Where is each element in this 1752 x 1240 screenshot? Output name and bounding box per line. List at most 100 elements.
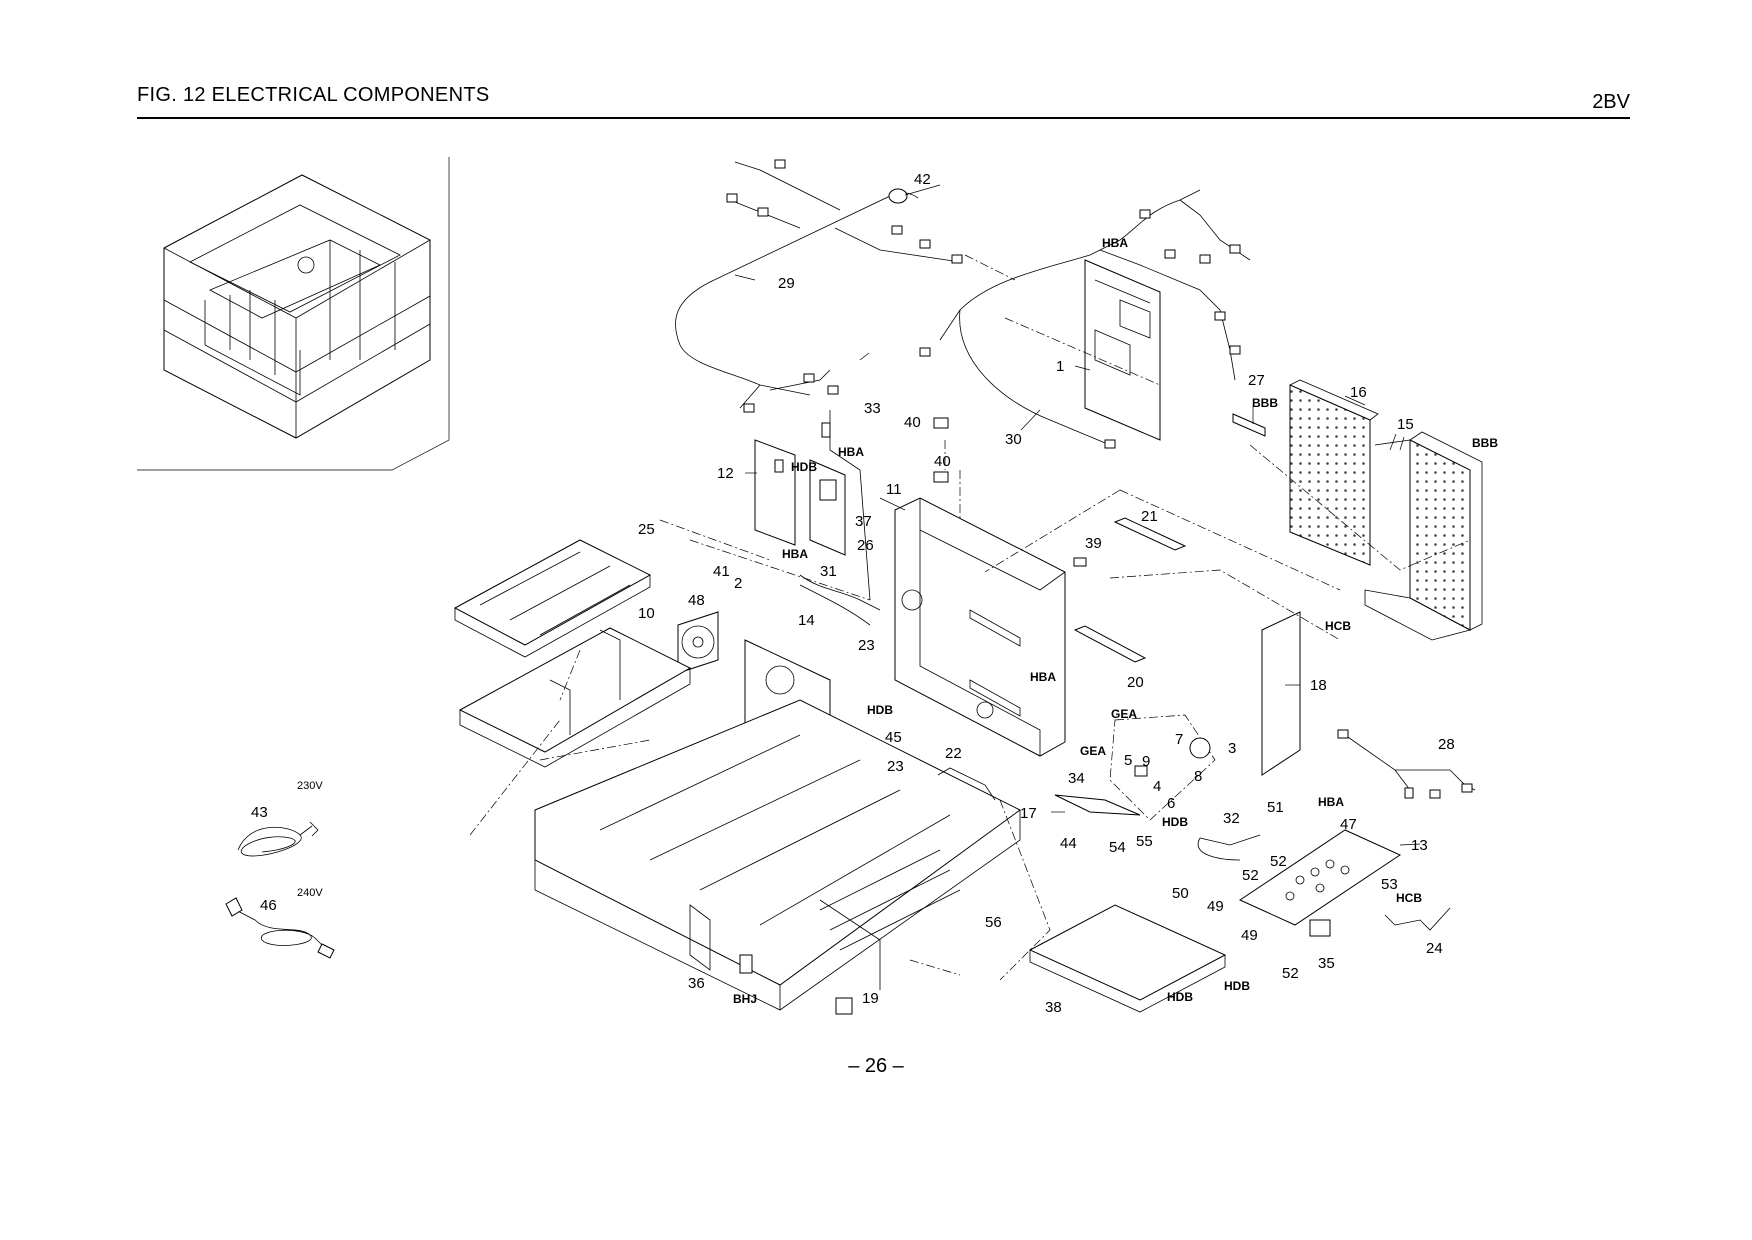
bracket-27 <box>1232 413 1266 437</box>
page-number: – 26 – <box>848 1055 904 1077</box>
part-label-25: 25 <box>638 521 655 538</box>
main-pwb-1 <box>1084 259 1161 441</box>
fastener-hba-4: HBA <box>1030 670 1056 684</box>
plate-18 <box>1261 611 1301 776</box>
fastener-hcb-2: HCB <box>1396 891 1422 905</box>
part-label-33: 33 <box>864 400 881 417</box>
model-code: 2BV <box>1592 91 1630 113</box>
part-label-44: 44 <box>1060 835 1077 852</box>
part-label-10: 10 <box>638 605 655 622</box>
part-label-41: 41 <box>713 563 730 580</box>
part-label-46: 46 <box>260 897 277 914</box>
duct-25 <box>453 539 652 658</box>
part-label-53: 53 <box>1381 876 1398 893</box>
part-label-45: 45 <box>885 729 902 746</box>
part-label-22: 22 <box>945 745 962 762</box>
part-label-19: 19 <box>862 990 879 1007</box>
bracket-36 <box>739 954 753 974</box>
bracket-40 <box>933 417 949 483</box>
fastener-bhj: BHJ <box>733 992 757 1006</box>
part-label-13: 13 <box>1411 837 1428 854</box>
fastener-hba-1: HBA <box>1102 236 1128 250</box>
leader-lines <box>734 184 1421 846</box>
fastener-hdb-5: HDB <box>1167 990 1193 1004</box>
machine-overview-inset <box>137 157 450 471</box>
part-label-52a: 52 <box>1242 867 1259 884</box>
rail-21 <box>1113 517 1187 551</box>
rail-20 <box>1073 625 1147 663</box>
harness-28 <box>1337 729 1476 799</box>
part-label-8: 8 <box>1194 768 1202 785</box>
part-label-48: 48 <box>688 592 705 609</box>
part-label-52c: 52 <box>1282 965 1299 982</box>
clip-33 <box>821 422 831 438</box>
part-label-7: 7 <box>1175 731 1183 748</box>
part-label-39: 39 <box>1085 535 1102 552</box>
part-label-24: 24 <box>1426 940 1443 957</box>
harness-24 <box>1384 907 1451 931</box>
part-label-9: 9 <box>1142 753 1150 770</box>
switch-35 <box>1309 919 1331 937</box>
part-label-32: 32 <box>1223 810 1240 827</box>
part-label-26: 26 <box>857 537 874 554</box>
part-label-54: 54 <box>1109 839 1126 856</box>
part-label-15: 15 <box>1397 416 1414 433</box>
part-label-49a: 49 <box>1207 898 1224 915</box>
part-label-40b: 40 <box>934 453 951 470</box>
shield-plate-16 <box>1289 379 1379 566</box>
part-label-16: 16 <box>1350 384 1367 401</box>
harness-32 <box>1197 834 1261 861</box>
part-label-4: 4 <box>1153 778 1161 795</box>
part-label-34: 34 <box>1068 770 1085 787</box>
cord-240v-label: 240V <box>297 887 323 899</box>
part-label-43: 43 <box>251 804 268 821</box>
tray-38 <box>1028 904 1227 1013</box>
part-label-23a: 23 <box>858 637 875 654</box>
label-19 <box>835 997 853 1015</box>
part-label-56: 56 <box>985 914 1002 931</box>
fastener-hdb-2: HDB <box>867 703 893 717</box>
part-number-labels: 1 2 3 4 5 6 7 8 9 10 11 12 13 14 15 16 1… <box>251 171 1455 1016</box>
part-label-12: 12 <box>717 465 734 482</box>
bracket-17 <box>1054 794 1141 816</box>
pwb-bracket-12 <box>754 439 796 546</box>
part-label-55: 55 <box>1136 833 1153 850</box>
frame-11 <box>894 497 1066 757</box>
fastener-gea-2: GEA <box>1080 744 1106 758</box>
part-label-6: 6 <box>1167 795 1175 812</box>
part-label-20: 20 <box>1127 674 1144 691</box>
part-label-37: 37 <box>855 513 872 530</box>
part-label-21: 21 <box>1141 508 1158 525</box>
header-rule <box>137 117 1630 119</box>
fastener-hdb-4: HDB <box>1224 979 1250 993</box>
cord-230v-label: 230V <box>297 780 323 792</box>
wire-harness-30 <box>919 189 1251 449</box>
part-label-23b: 23 <box>887 758 904 775</box>
plate-13 <box>1238 829 1402 926</box>
assembly-guides <box>469 254 1471 981</box>
main-chassis <box>534 699 1021 1011</box>
shield-cover-15 <box>1364 431 1483 641</box>
wire-harness-29 <box>675 159 963 413</box>
part-label-5: 5 <box>1124 752 1132 769</box>
part-label-51: 51 <box>1267 799 1284 816</box>
part-label-31: 31 <box>820 563 837 580</box>
duct-10 <box>458 627 692 768</box>
part-label-35: 35 <box>1318 955 1335 972</box>
part-label-40a: 40 <box>904 414 921 431</box>
part-label-47: 47 <box>1340 816 1357 833</box>
clamp-39 <box>1073 557 1087 567</box>
bracket-37 <box>809 459 846 556</box>
part-label-49b: 49 <box>1241 927 1258 944</box>
part-label-27: 27 <box>1248 372 1265 389</box>
part-label-28: 28 <box>1438 736 1455 753</box>
part-label-36: 36 <box>688 975 705 992</box>
fastener-code-labels: HBA HBA HBA HBA HBA HDB HDB HDB HDB HDB … <box>733 236 1498 1006</box>
fastener-hdb-1: HDB <box>791 460 817 474</box>
power-cord-240v <box>225 897 335 959</box>
fastener-hba-2: HBA <box>838 445 864 459</box>
part-label-17: 17 <box>1020 805 1037 822</box>
part-label-2: 2 <box>734 575 742 592</box>
part-label-14: 14 <box>798 612 815 629</box>
